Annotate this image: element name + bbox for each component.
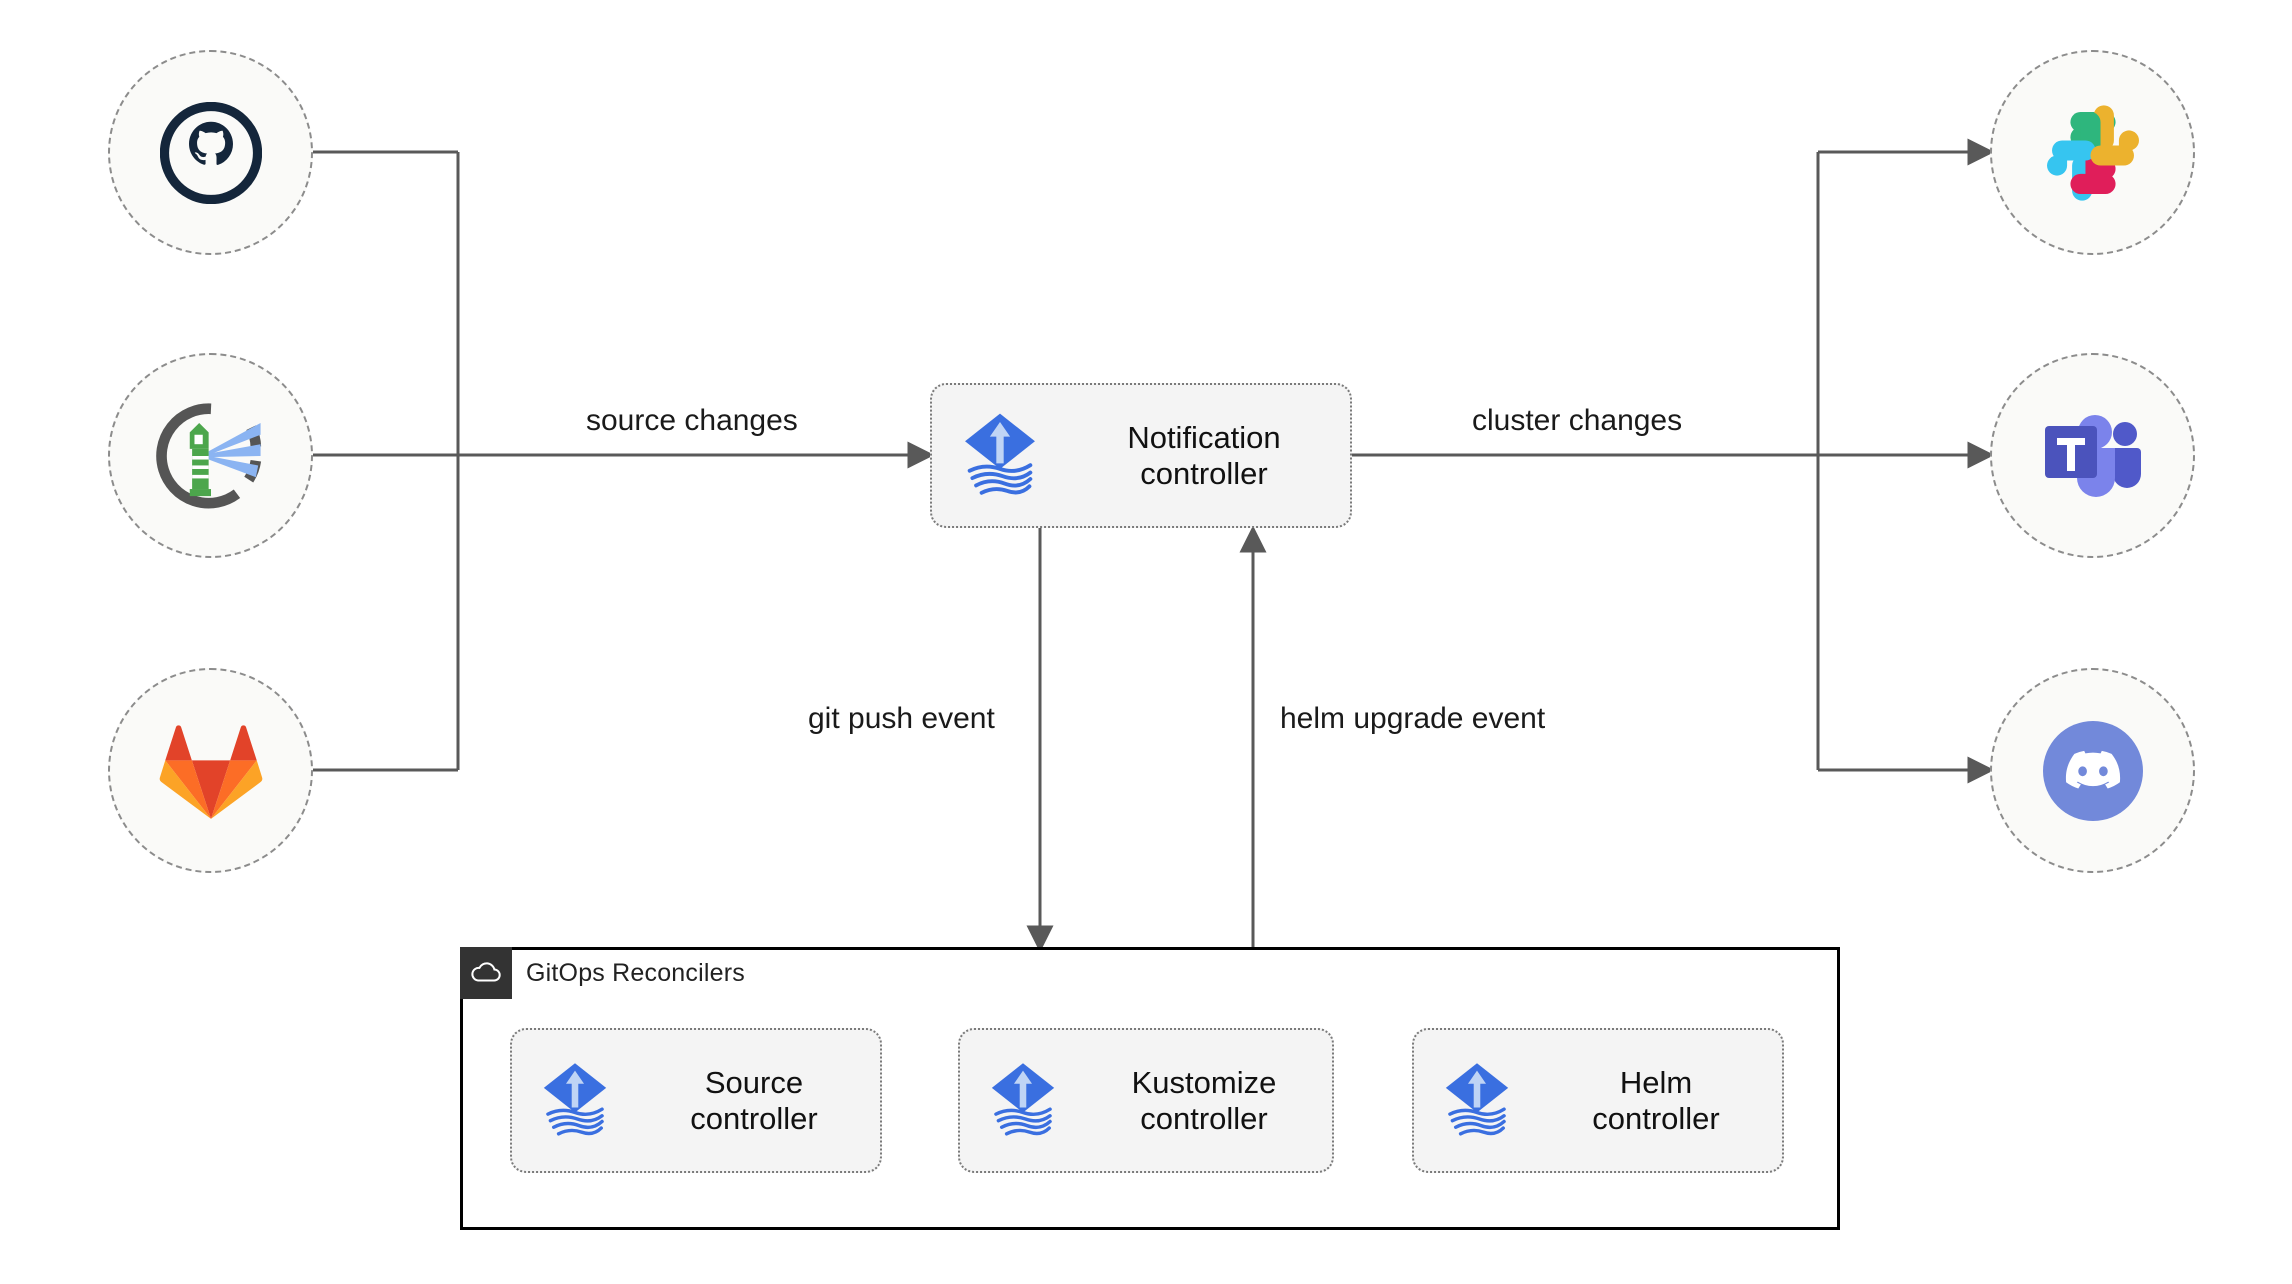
helm-controller-box[interactable]: Helm controller bbox=[1412, 1028, 1784, 1173]
flux-icon bbox=[991, 1062, 1055, 1136]
kustomize-controller-box[interactable]: Kustomize controller bbox=[958, 1028, 1334, 1173]
slack-icon bbox=[2046, 104, 2139, 201]
cloud-badge bbox=[460, 947, 512, 999]
edge-label-helm-upgrade-event: helm upgrade event bbox=[1272, 702, 1554, 736]
edge-label-git-push-event: git push event bbox=[800, 702, 1003, 736]
cloud-icon bbox=[471, 962, 501, 982]
gitops-reconcilers-header: GitOps Reconcilers bbox=[460, 947, 745, 999]
flux-icon bbox=[543, 1062, 607, 1136]
gitops-reconcilers-title: GitOps Reconcilers bbox=[526, 958, 745, 987]
discord-icon bbox=[2042, 720, 2143, 821]
source-controller-label: Source controller bbox=[690, 1064, 818, 1136]
teams-icon bbox=[2044, 414, 2141, 497]
helm-controller-label: Helm controller bbox=[1592, 1064, 1720, 1136]
gitlab-icon bbox=[159, 724, 262, 819]
kustomize-controller-label: Kustomize controller bbox=[1131, 1064, 1277, 1136]
notification-controller-box[interactable]: Notification controller bbox=[930, 383, 1352, 528]
source-controller-box[interactable]: Source controller bbox=[510, 1028, 882, 1173]
gitea-icon bbox=[155, 402, 261, 508]
target-node-teams[interactable] bbox=[1990, 353, 2195, 558]
edge-label-source-changes: source changes bbox=[578, 404, 806, 438]
github-icon bbox=[159, 101, 262, 204]
target-node-slack[interactable] bbox=[1990, 50, 2195, 255]
source-node-gitlab[interactable] bbox=[108, 668, 313, 873]
target-node-discord[interactable] bbox=[1990, 668, 2195, 873]
flux-icon bbox=[965, 413, 1035, 495]
source-node-github[interactable] bbox=[108, 50, 313, 255]
source-node-gitea[interactable] bbox=[108, 353, 313, 558]
edge-label-cluster-changes: cluster changes bbox=[1464, 404, 1691, 438]
notification-controller-label: Notification controller bbox=[1127, 419, 1281, 491]
flux-icon bbox=[1445, 1062, 1509, 1136]
